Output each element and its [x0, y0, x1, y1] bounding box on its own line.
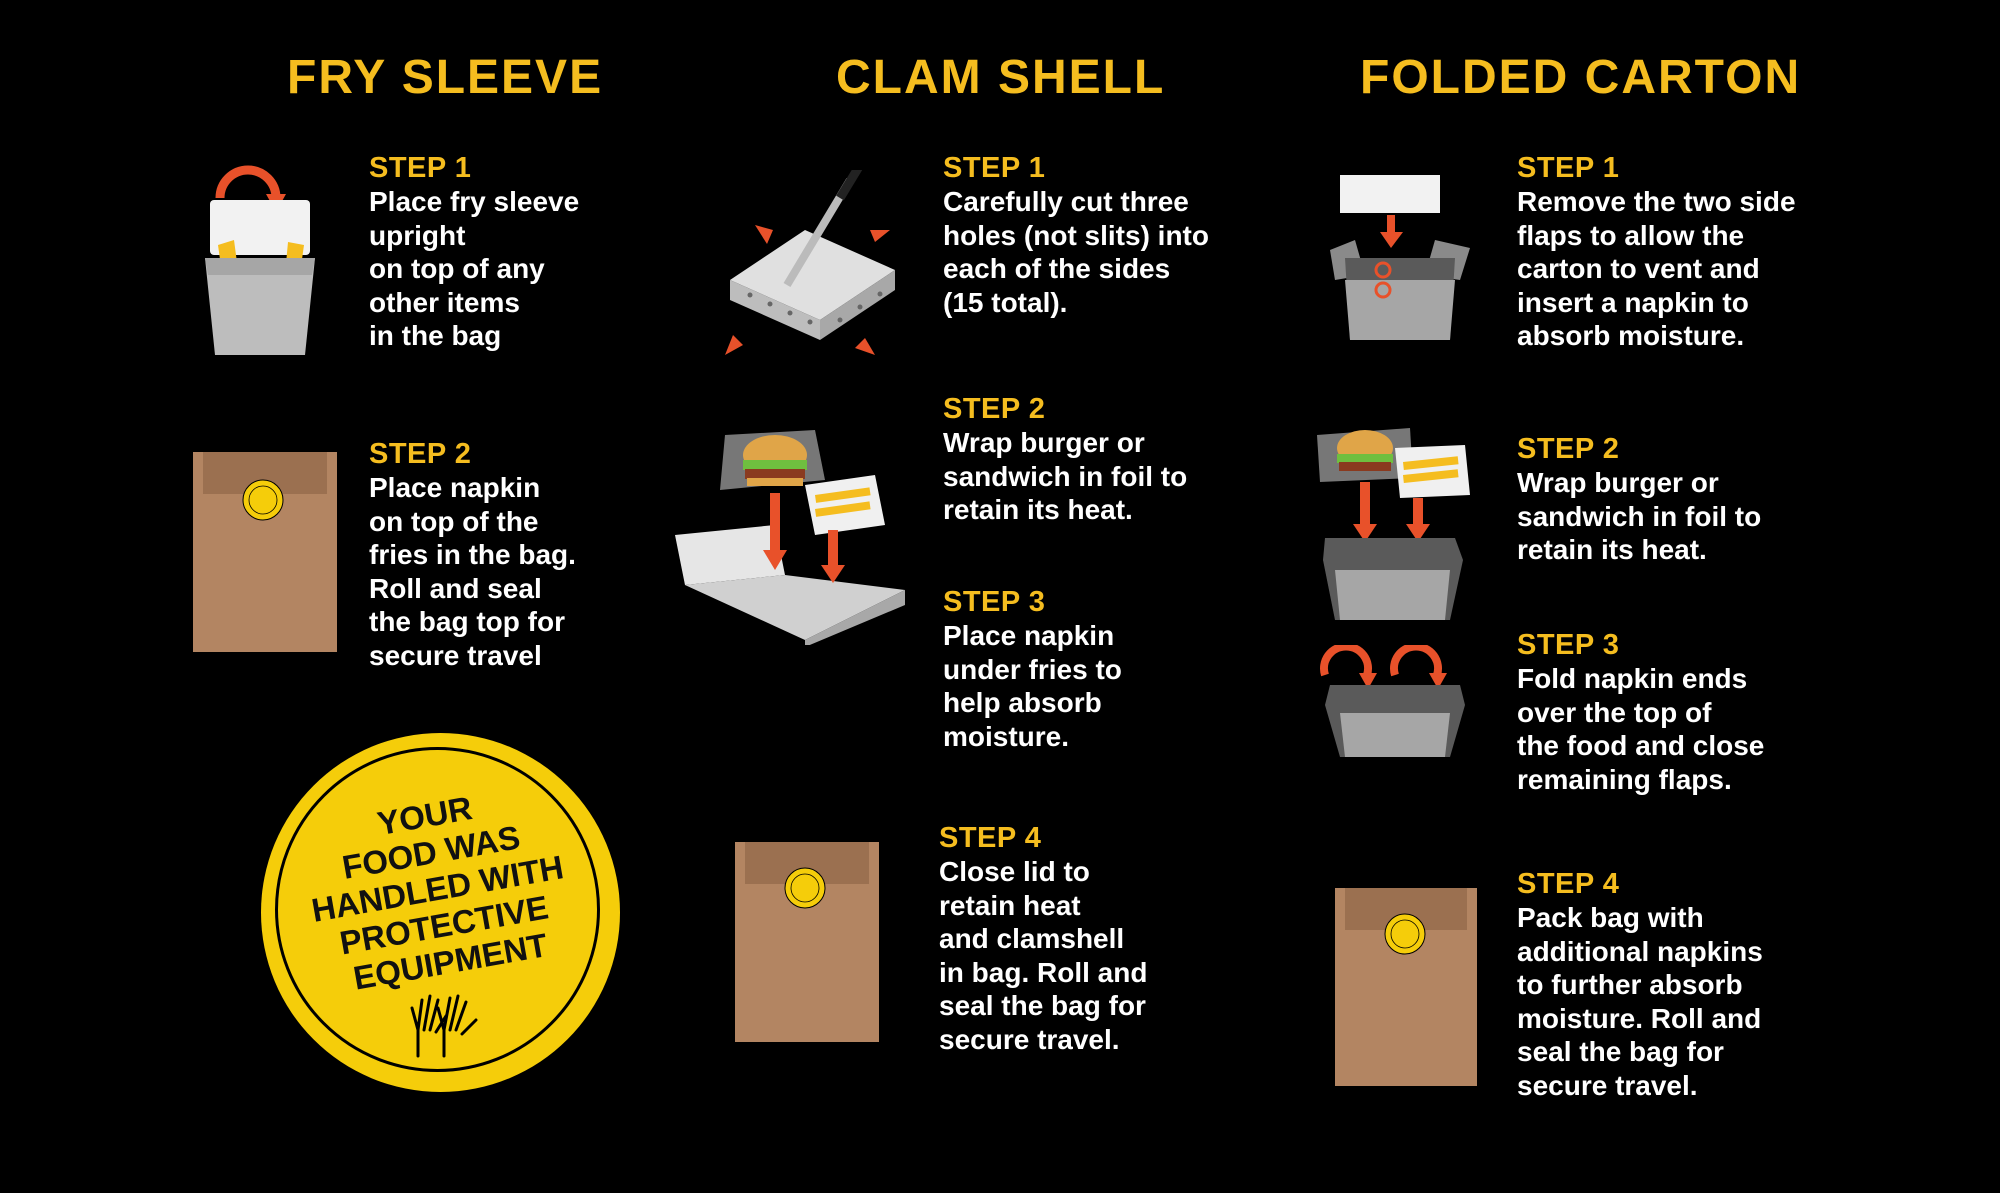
carton-burger-fries-icon: [1317, 428, 1470, 620]
column-title-fry-sleeve: FRY SLEEVE: [287, 51, 604, 104]
folded-carton-step-1: STEP 1 Remove the two side flaps to allo…: [1517, 151, 1796, 353]
fry-sleeve-step-1: STEP 1 Place fry sleeve upright on top o…: [369, 151, 579, 353]
fry-sleeve-step-2: STEP 2 Place napkin on top of the fries …: [369, 437, 576, 672]
step-text: Wrap burger or sandwich in foil to retai…: [943, 427, 1188, 525]
step-label: STEP 2: [1517, 433, 1620, 465]
paper-bag-icon: [193, 452, 337, 652]
step-label: STEP 2: [369, 438, 472, 470]
protective-equipment-seal: YOUR FOOD WAS HANDLED WITH PROTECTIVE EQ…: [261, 733, 620, 1092]
carton-napkin-icon: [1330, 175, 1470, 340]
folded-carton-step-3: STEP 3 Fold napkin ends over the top of …: [1517, 628, 1764, 796]
clamshell-burger-fries-icon: [675, 430, 905, 645]
folded-carton-step-4: STEP 4 Pack bag with additional napkins …: [1517, 867, 1763, 1102]
gloved-hands-icon: [410, 994, 478, 1058]
step-text: Carefully cut three holes (not slits) in…: [943, 186, 1209, 318]
column-title-clam-shell: CLAM SHELL: [836, 51, 1166, 104]
step-text: Wrap burger or sandwich in foil to retai…: [1517, 467, 1762, 565]
step-text: Pack bag with additional napkins to furt…: [1517, 902, 1763, 1101]
step-text: Fold napkin ends over the top of the foo…: [1517, 663, 1765, 795]
step-label: STEP 4: [1517, 868, 1620, 900]
step-text: Place napkin under fries to help absorb …: [943, 620, 1122, 752]
column-title-folded-carton: FOLDED CARTON: [1360, 51, 1802, 104]
clamshell-icon: [725, 170, 895, 355]
step-label: STEP 2: [943, 393, 1046, 425]
folded-carton-step-2: STEP 2 Wrap burger or sandwich in foil t…: [1517, 432, 1761, 567]
paper-bag-icon: [1335, 888, 1477, 1086]
carton-close-flaps-icon: [1320, 645, 1465, 757]
step-text: Remove the two side flaps to allow the c…: [1517, 186, 1796, 351]
clam-shell-step-1: STEP 1 Carefully cut three holes (not sl…: [943, 151, 1209, 319]
clam-shell-step-2: STEP 2 Wrap burger or sandwich in foil t…: [943, 392, 1187, 527]
step-label: STEP 4: [939, 822, 1042, 854]
step-label: STEP 3: [943, 586, 1046, 618]
seal-text: YOUR FOOD WAS HANDLED WITH PROTECTIVE EQ…: [308, 789, 567, 997]
fry-sleeve-icon: [205, 165, 315, 355]
step-text: Place fry sleeve upright on top of any o…: [369, 186, 580, 351]
step-text: Close lid to retain heat and clamshell i…: [939, 856, 1148, 1055]
step-label: STEP 1: [943, 152, 1046, 184]
step-label: STEP 1: [1517, 152, 1620, 184]
step-label: STEP 1: [369, 152, 472, 184]
paper-bag-icon: [735, 842, 879, 1042]
clam-shell-step-3: STEP 3 Place napkin under fries to help …: [943, 585, 1122, 753]
step-label: STEP 3: [1517, 629, 1620, 661]
step-text: Place napkin on top of the fries in the …: [369, 472, 576, 671]
clam-shell-step-4: STEP 4 Close lid to retain heat and clam…: [939, 821, 1147, 1056]
